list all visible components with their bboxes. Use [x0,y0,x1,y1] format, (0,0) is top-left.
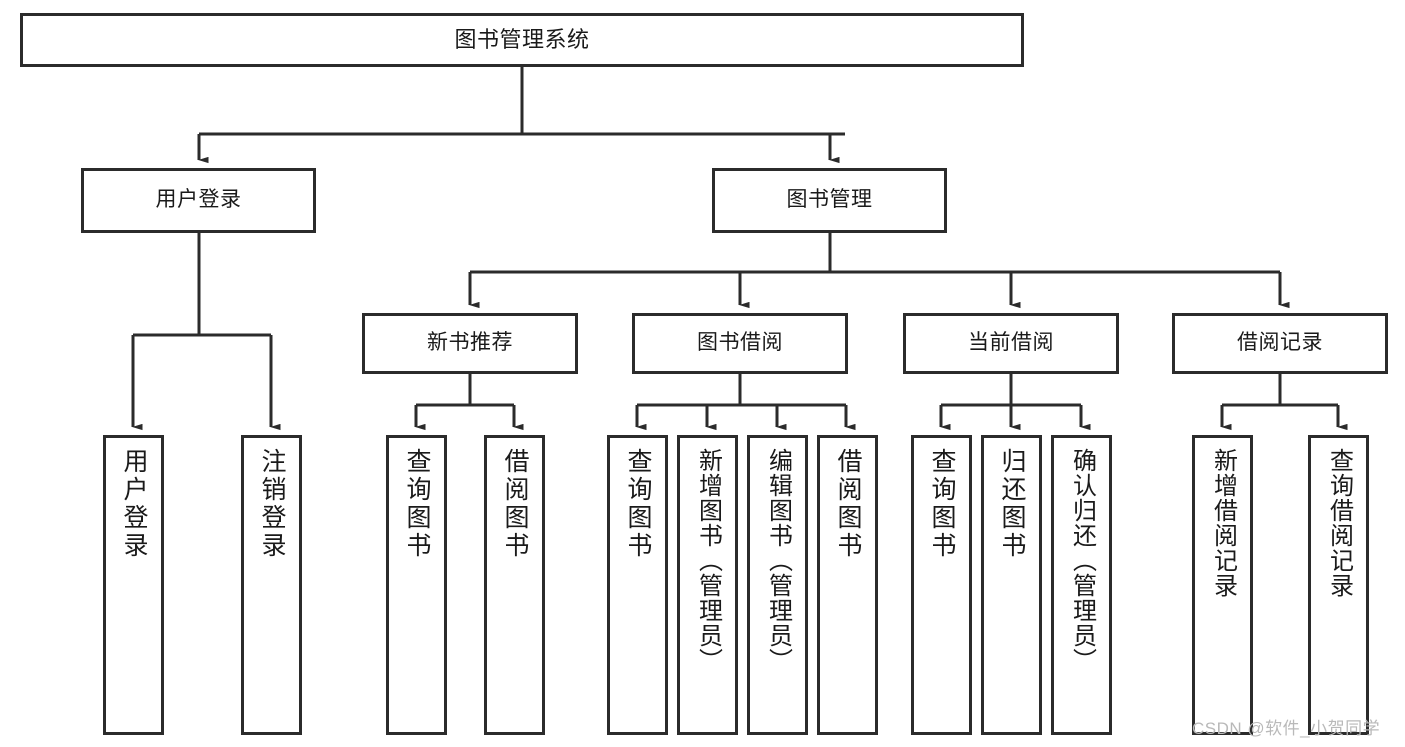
node-user-login-label: 用户登录 [155,188,242,212]
node-leaf-edit-book-label: 编辑图书（管理员） [764,448,792,673]
csdn-watermark: CSDN @软件_小贺同学 [1192,719,1381,738]
node-leaf-query-book-1-label: 查询图书 [403,448,431,560]
node-user-login[interactable]: 用户登录 [81,168,316,233]
node-leaf-borrow-book-1-label: 借阅图书 [501,448,529,560]
node-book-borrow-label: 图书借阅 [697,331,783,355]
node-new-book-recommend[interactable]: 新书推荐 [362,313,578,374]
node-leaf-query-book-1[interactable]: 查询图书 [386,435,447,735]
node-leaf-query-record-label: 查询借阅记录 [1325,448,1353,598]
node-leaf-query-book-3-label: 查询图书 [928,448,956,560]
node-leaf-add-record-label: 新增借阅记录 [1209,448,1237,598]
node-root-system-label: 图书管理系统 [454,27,590,53]
node-current-borrow[interactable]: 当前借阅 [903,313,1119,374]
node-borrow-record[interactable]: 借阅记录 [1172,313,1388,374]
node-leaf-confirm-return[interactable]: 确认归还（管理员） [1051,435,1112,735]
node-root-system[interactable]: 图书管理系统 [20,13,1024,67]
node-book-management[interactable]: 图书管理 [712,168,947,233]
node-leaf-add-book[interactable]: 新增图书（管理员） [677,435,738,735]
node-new-book-recommend-label: 新书推荐 [427,331,513,355]
node-book-management-label: 图书管理 [786,188,873,212]
node-leaf-borrow-book-1[interactable]: 借阅图书 [484,435,545,735]
node-leaf-borrow-book-2-label: 借阅图书 [834,448,862,560]
node-leaf-confirm-return-label: 确认归还（管理员） [1068,448,1096,673]
node-leaf-query-book-2[interactable]: 查询图书 [607,435,668,735]
node-leaf-query-record[interactable]: 查询借阅记录 [1308,435,1369,735]
node-leaf-logout-label: 注销登录 [258,448,286,560]
node-leaf-return-book[interactable]: 归还图书 [981,435,1042,735]
node-leaf-user-login-label: 用户登录 [120,448,148,560]
node-current-borrow-label: 当前借阅 [968,331,1054,355]
node-leaf-query-book-2-label: 查询图书 [624,448,652,560]
node-leaf-user-login[interactable]: 用户登录 [103,435,164,735]
node-leaf-logout[interactable]: 注销登录 [241,435,302,735]
node-leaf-add-book-label: 新增图书（管理员） [694,448,722,673]
node-book-borrow[interactable]: 图书借阅 [632,313,848,374]
node-leaf-return-book-label: 归还图书 [998,448,1026,560]
node-leaf-edit-book[interactable]: 编辑图书（管理员） [747,435,808,735]
node-leaf-add-record[interactable]: 新增借阅记录 [1192,435,1253,735]
node-leaf-query-book-3[interactable]: 查询图书 [911,435,972,735]
node-borrow-record-label: 借阅记录 [1237,331,1323,355]
node-leaf-borrow-book-2[interactable]: 借阅图书 [817,435,878,735]
